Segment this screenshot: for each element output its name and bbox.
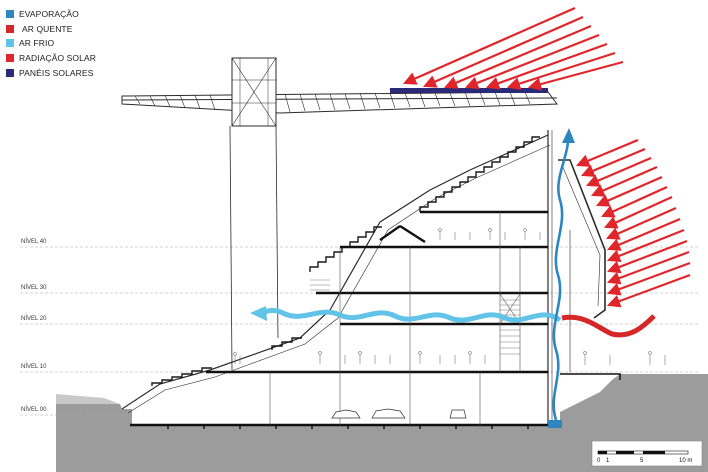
legend-item-ar-frio: AR FRIO — [6, 36, 96, 51]
floor-slabs — [130, 210, 548, 427]
legend-swatch-evaporacao — [6, 10, 14, 19]
level-label-40: NÍVEL 40 — [21, 239, 47, 245]
solar-panel — [390, 88, 548, 93]
roof-truss — [121, 91, 558, 114]
ground-terrain — [56, 374, 708, 472]
scale-label-10: 10 m — [679, 458, 692, 464]
level-reference-lines — [20, 246, 700, 416]
scale-bar: 0 1 5 10 m — [591, 440, 703, 467]
legend-item-ar-quente: AR QUENTE — [6, 22, 96, 37]
level-label-00: NÍVEL 00 — [21, 407, 47, 413]
legend-label-evaporacao: EVAPORAÇÃO — [19, 9, 79, 20]
roof-tower — [229, 57, 279, 371]
solar-radiation-top-arrows — [402, 6, 624, 91]
ground-edge — [560, 373, 621, 380]
solar-radiation-facade-arrows — [575, 138, 691, 308]
seating-steps — [151, 136, 540, 386]
warm-air-flow — [561, 314, 656, 338]
level-label-20: NÍVEL 20 — [21, 316, 47, 322]
level-label-30: NÍVEL 30 — [21, 285, 47, 291]
scale-label-5: 5 — [640, 458, 644, 464]
legend-label-paineis-solares: PANÉIS SOLARES — [19, 67, 94, 78]
legend-label-ar-frio: AR FRIO — [19, 38, 55, 49]
grandstand-structure — [121, 130, 553, 425]
legend-item-radiacao-solar: RADIAÇÃO SOLAR — [6, 51, 96, 66]
foundation-ticks — [167, 425, 529, 429]
vertical-air-flow — [552, 128, 575, 421]
parked-cars — [331, 408, 467, 419]
legend-label-ar-quente: AR QUENTE — [22, 23, 73, 34]
stair-cores — [310, 279, 520, 355]
legend-swatch-ar-quente — [6, 24, 14, 33]
legend-label-radiacao-solar: RADIAÇÃO SOLAR — [19, 53, 96, 64]
legend-swatch-radiacao-solar — [6, 54, 14, 63]
scale-label-0: 0 — [597, 458, 601, 464]
evaporation-pool — [548, 420, 562, 428]
cold-air-flow — [250, 306, 562, 323]
legend-item-paineis-solares: PANÉIS SOLARES — [6, 65, 96, 80]
legend-item-evaporacao: EVAPORAÇÃO — [6, 7, 96, 22]
ground-left-slope — [56, 394, 120, 404]
scale-label-1: 1 — [606, 458, 610, 464]
people-figures — [233, 228, 666, 365]
legend: EVAPORAÇÃO AR QUENTE AR FRIO RADIAÇÃO SO… — [6, 7, 96, 80]
legend-swatch-ar-frio — [6, 39, 14, 48]
legend-swatch-paineis-solares — [6, 68, 14, 77]
level-label-10: NÍVEL 10 — [21, 364, 47, 370]
double-skin-facade — [558, 159, 606, 372]
